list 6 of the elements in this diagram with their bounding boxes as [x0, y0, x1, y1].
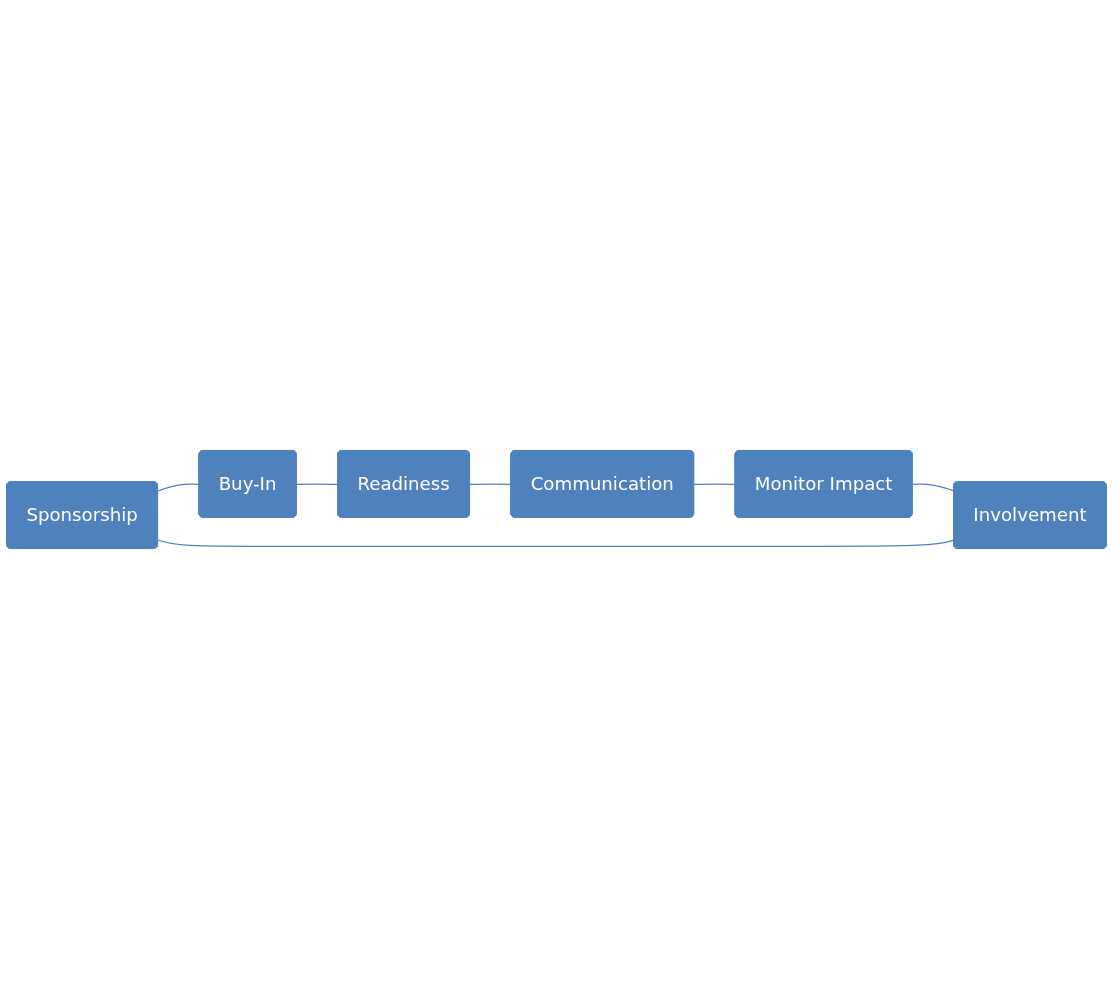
connector [157, 539, 955, 547]
connector [912, 483, 955, 492]
connector [469, 483, 512, 485]
connector [693, 483, 736, 485]
connector [296, 483, 339, 485]
connector [157, 483, 200, 492]
